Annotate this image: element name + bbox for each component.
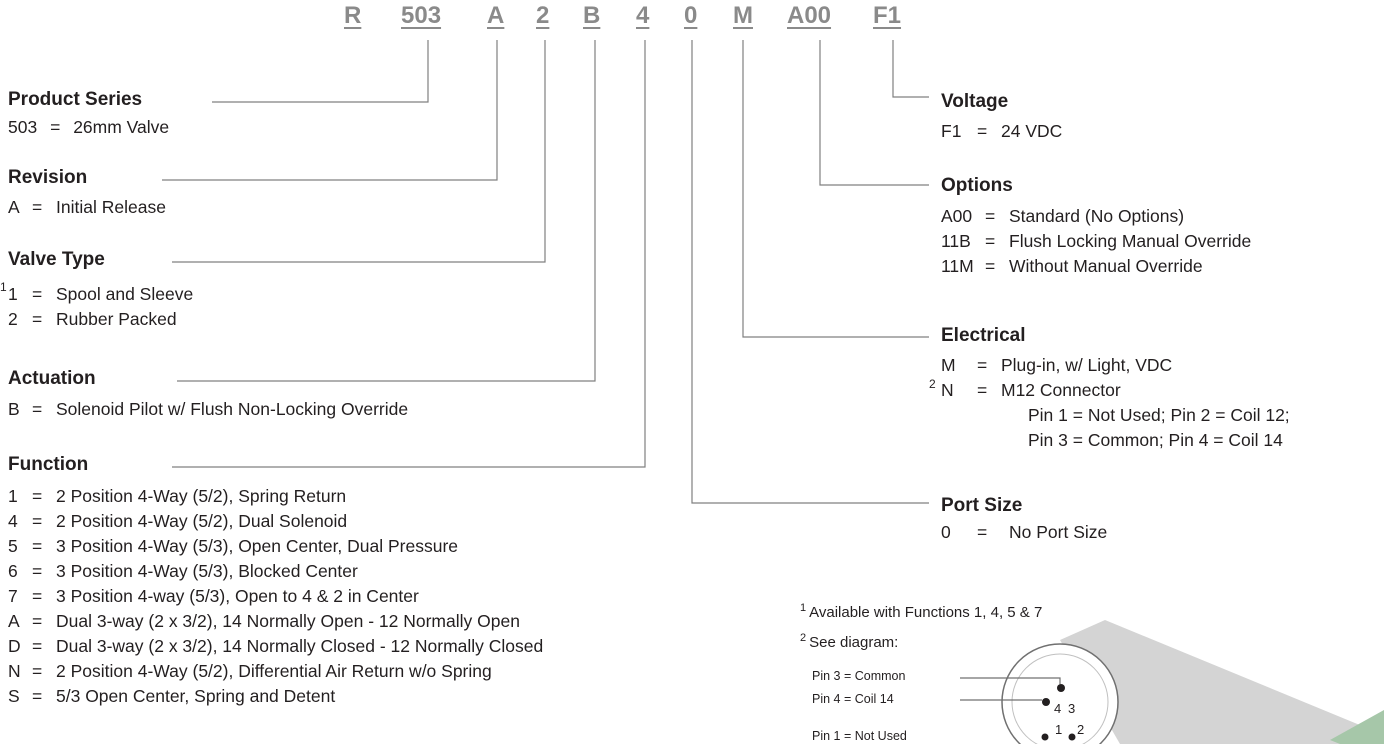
code-revision: A bbox=[487, 2, 504, 30]
function-row: 6=3 Position 4-Way (5/3), Blocked Center bbox=[8, 561, 358, 582]
function-row: S=5/3 Open Center, Spring and Detent bbox=[8, 686, 335, 707]
pin-3 bbox=[1057, 684, 1065, 692]
electrical-pin-line: Pin 3 = Common; Pin 4 = Coil 14 bbox=[1028, 430, 1283, 451]
function-row: N=2 Position 4-Way (5/2), Differential A… bbox=[8, 661, 492, 682]
code-series: 503 bbox=[401, 2, 441, 30]
code-options: A00 bbox=[787, 2, 831, 30]
connector-diagram bbox=[960, 620, 1384, 744]
options-row: 11M=Without Manual Override bbox=[941, 256, 1203, 277]
options-row: A00=Standard (No Options) bbox=[941, 206, 1184, 227]
pin-3-number: 3 bbox=[1068, 701, 1075, 716]
valve-type-row: 1=Spool and Sleeve bbox=[8, 284, 193, 305]
electrical-row: N=M12 Connector bbox=[941, 380, 1121, 401]
function-row: A=Dual 3-way (2 x 3/2), 14 Normally Open… bbox=[8, 611, 520, 632]
product-series-title: Product Series bbox=[8, 89, 142, 111]
leader-port-size bbox=[692, 40, 929, 503]
actuation-title: Actuation bbox=[8, 368, 96, 390]
port-size-title: Port Size bbox=[941, 495, 1022, 517]
actuation-row: B=Solenoid Pilot w/ Flush Non-Locking Ov… bbox=[8, 399, 408, 420]
function-row: 7=3 Position 4-way (5/3), Open to 4 & 2 … bbox=[8, 586, 419, 607]
function-row: D=Dual 3-way (2 x 3/2), 14 Normally Clos… bbox=[8, 636, 543, 657]
code-electrical: M bbox=[733, 2, 753, 30]
function-row: 1=2 Position 4-Way (5/2), Spring Return bbox=[8, 486, 346, 507]
electrical-row: M=Plug-in, w/ Light, VDC bbox=[941, 355, 1172, 376]
code-port-size: 0 bbox=[684, 2, 697, 30]
electrical-title: Electrical bbox=[941, 325, 1026, 347]
pin-1-number: 1 bbox=[1055, 722, 1062, 737]
leader-valve-type bbox=[172, 40, 545, 262]
pin4-label: Pin 4 = Coil 14 bbox=[812, 692, 894, 706]
leader-actuation bbox=[177, 40, 595, 381]
code-function: 4 bbox=[636, 2, 649, 30]
revision-title: Revision bbox=[8, 167, 87, 189]
pin-1 bbox=[1042, 734, 1049, 741]
voltage-title: Voltage bbox=[941, 91, 1008, 113]
electrical-pin-line: Pin 1 = Not Used; Pin 2 = Coil 12; bbox=[1028, 405, 1290, 426]
code-valve-type: 2 bbox=[536, 2, 549, 30]
pin-2 bbox=[1069, 734, 1076, 741]
leader-voltage bbox=[893, 40, 929, 97]
function-title: Function bbox=[8, 454, 88, 476]
function-row: 4=2 Position 4-Way (5/2), Dual Solenoid bbox=[8, 511, 347, 532]
valve-type-title: Valve Type bbox=[8, 249, 105, 271]
pin1-label: Pin 1 = Not Used bbox=[812, 729, 907, 743]
revision-row: A=Initial Release bbox=[8, 197, 166, 218]
pin3-label: Pin 3 = Common bbox=[812, 669, 905, 683]
leader-options bbox=[820, 40, 929, 185]
code-voltage: F1 bbox=[873, 2, 901, 30]
pin-2-number: 2 bbox=[1077, 722, 1084, 737]
pin-4-number: 4 bbox=[1054, 701, 1061, 716]
port-size-row: 0=No Port Size bbox=[941, 522, 1107, 543]
code-r: R bbox=[344, 2, 361, 30]
options-row: 11B=Flush Locking Manual Override bbox=[941, 231, 1251, 252]
leader-revision bbox=[162, 40, 497, 180]
valve-type-row: 2=Rubber Packed bbox=[8, 309, 177, 330]
footnote-2-marker: 2 bbox=[929, 377, 936, 391]
options-title: Options bbox=[941, 175, 1013, 197]
function-row: 5=3 Position 4-Way (5/3), Open Center, D… bbox=[8, 536, 458, 557]
voltage-row: F1=24 VDC bbox=[941, 121, 1062, 142]
leader-electrical bbox=[743, 40, 929, 337]
pin-4 bbox=[1042, 698, 1050, 706]
leader-product-series bbox=[212, 40, 428, 102]
code-actuation: B bbox=[583, 2, 600, 30]
product-series-row: 503 = 26mm Valve bbox=[8, 117, 169, 138]
footnote-1-marker: 1 bbox=[0, 280, 7, 294]
